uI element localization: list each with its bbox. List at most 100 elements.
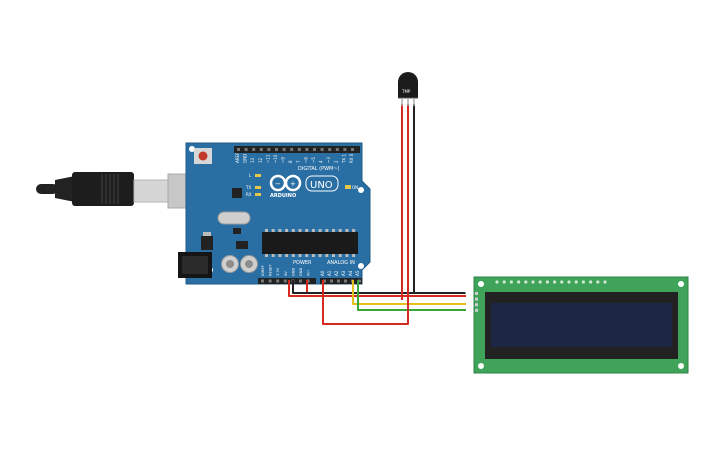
header-pin[interactable] bbox=[323, 279, 326, 283]
tmp-sensor-label: TMP bbox=[401, 89, 411, 94]
header-pin[interactable] bbox=[237, 148, 240, 151]
wire-sensor-gnd[interactable] bbox=[413, 104, 466, 294]
analog-pin-label: A2 bbox=[334, 270, 339, 276]
lcd-i2c-pin[interactable] bbox=[475, 292, 478, 295]
mount-hole bbox=[358, 263, 364, 269]
lcd-pin bbox=[502, 280, 506, 284]
digital-pin-label: ~9 bbox=[281, 157, 286, 163]
lcd-pin-label: VCC bbox=[466, 297, 475, 302]
header-pin[interactable] bbox=[283, 279, 287, 283]
lcd-pin bbox=[509, 280, 513, 284]
wire-a5-to-lcd-scl[interactable] bbox=[357, 280, 466, 311]
digital-pin-label: ~11 bbox=[265, 154, 270, 163]
uno-badge bbox=[305, 175, 339, 192]
lcd-pin bbox=[589, 280, 593, 284]
header-pin[interactable] bbox=[351, 148, 354, 151]
lcd-pin bbox=[596, 280, 600, 284]
tx-led bbox=[255, 186, 261, 189]
smd-component bbox=[236, 241, 248, 249]
lcd-i2c-pin[interactable] bbox=[475, 308, 478, 312]
header-pin[interactable] bbox=[259, 148, 263, 151]
power-pin-label: GND bbox=[291, 268, 295, 276]
header-pin[interactable] bbox=[344, 279, 347, 283]
header-pin[interactable] bbox=[313, 148, 316, 151]
header-pin[interactable] bbox=[328, 148, 332, 151]
lcd-pin bbox=[545, 280, 550, 284]
lcd-pin-label: SCL bbox=[466, 308, 474, 313]
tx-label: TX bbox=[245, 185, 251, 190]
header-pin[interactable] bbox=[268, 279, 272, 283]
digital-pin-label: AREF bbox=[235, 152, 240, 163]
lcd-pin bbox=[574, 280, 578, 284]
mount-hole bbox=[478, 363, 484, 369]
digital-pin-label: GND bbox=[243, 154, 248, 163]
uno-label: UNO bbox=[310, 180, 333, 191]
header-pin[interactable] bbox=[252, 148, 256, 151]
header-pin[interactable] bbox=[330, 279, 333, 283]
header-pin[interactable] bbox=[306, 279, 310, 283]
lcd-pin bbox=[567, 280, 571, 284]
header-pin[interactable] bbox=[299, 279, 302, 283]
tmp-sensor-body bbox=[398, 72, 418, 98]
header-pin[interactable] bbox=[267, 148, 271, 151]
usb-plug-grip bbox=[101, 174, 119, 204]
header-pin[interactable] bbox=[297, 148, 301, 151]
mount-hole bbox=[678, 281, 684, 287]
header-pin[interactable] bbox=[244, 148, 248, 151]
wire-a4-to-lcd-sda[interactable] bbox=[352, 280, 466, 305]
digital-header bbox=[234, 146, 360, 153]
header-pin[interactable] bbox=[305, 148, 309, 151]
digital-header-pins bbox=[237, 148, 354, 151]
header-pin[interactable] bbox=[358, 279, 361, 283]
atmega-chip-pins bbox=[265, 229, 356, 257]
digital-pin-label: 8 bbox=[288, 160, 293, 163]
arduino-logo: − + bbox=[269, 174, 302, 192]
usb-cable[interactable] bbox=[36, 172, 213, 209]
header-pin[interactable] bbox=[337, 279, 340, 283]
regulator-tab bbox=[203, 232, 211, 236]
header-pin[interactable] bbox=[276, 279, 280, 283]
lcd-pin bbox=[603, 280, 607, 284]
lcd-pin-label: GND bbox=[465, 291, 474, 296]
digital-pin-label: ~3 bbox=[326, 157, 331, 163]
power-pin-label: RESET bbox=[269, 264, 273, 276]
digital-pin-label: ~5 bbox=[311, 157, 316, 163]
lcd-pin-label: SDA bbox=[466, 302, 475, 307]
mount-hole bbox=[358, 187, 364, 193]
power-pin-label: Vin bbox=[307, 270, 311, 276]
header-pin[interactable] bbox=[290, 148, 294, 151]
lcd-i2c-pin[interactable] bbox=[475, 303, 478, 307]
header-pin[interactable] bbox=[343, 148, 347, 151]
lcd-i2c-pin[interactable] bbox=[475, 297, 478, 301]
crystal bbox=[217, 211, 251, 225]
lcd-top-pins bbox=[495, 280, 607, 284]
digital-pin-label: RX 0 bbox=[349, 153, 354, 163]
usb-plug-metal bbox=[133, 179, 169, 203]
header-pin[interactable] bbox=[282, 148, 286, 151]
header-pin[interactable] bbox=[320, 148, 324, 151]
power-jack-inner bbox=[182, 256, 208, 274]
on-label: ON bbox=[352, 185, 358, 190]
smd-component bbox=[233, 228, 241, 234]
header-pin[interactable] bbox=[275, 148, 278, 151]
arduino-brand: ARDUINO bbox=[270, 193, 296, 199]
header-pin[interactable] bbox=[261, 279, 264, 283]
power-pin-label: 3.3V bbox=[276, 267, 280, 276]
mount-hole bbox=[189, 146, 195, 152]
header-pin[interactable] bbox=[335, 148, 339, 151]
wire-5v-to-lcd-vcc[interactable] bbox=[288, 280, 466, 297]
tmp-sensor[interactable]: TMP bbox=[398, 72, 418, 106]
analog-pin-label: A3 bbox=[341, 270, 346, 276]
digital-pin-label: ~6 bbox=[303, 157, 308, 163]
lcd-pin bbox=[495, 280, 499, 284]
wire-sensor-power[interactable] bbox=[322, 104, 409, 325]
usb-cable-tail bbox=[36, 184, 58, 194]
digital-pin-label: 12 bbox=[258, 157, 263, 163]
rx-led bbox=[255, 193, 261, 196]
power-header bbox=[258, 278, 316, 284]
